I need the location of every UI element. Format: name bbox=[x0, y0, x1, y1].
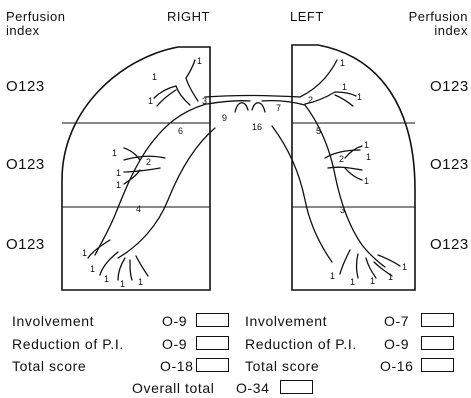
segment-number: 1 bbox=[82, 248, 87, 258]
segment-number: 3 bbox=[202, 96, 207, 106]
segment-number: 1 bbox=[364, 176, 369, 186]
segment-number: 6 bbox=[178, 126, 183, 136]
segment-number: 1 bbox=[197, 56, 202, 66]
left-reduction-label: Reduction of P.I. bbox=[245, 336, 357, 352]
segment-number: 2 bbox=[339, 154, 344, 164]
segment-number: 1 bbox=[90, 264, 95, 274]
right-involvement-range: O-9 bbox=[162, 313, 187, 329]
segment-number: 1 bbox=[330, 271, 335, 281]
segment-number: 2 bbox=[146, 157, 151, 167]
segment-number: 1 bbox=[350, 277, 355, 287]
segment-number: 1 bbox=[148, 96, 153, 106]
segment-number: 1 bbox=[120, 279, 125, 289]
segment-number: 2 bbox=[308, 95, 313, 105]
right-reduction-box[interactable] bbox=[196, 336, 229, 350]
segment-number: 1 bbox=[364, 140, 369, 150]
left-total-box[interactable] bbox=[421, 358, 454, 372]
segment-number: 9 bbox=[222, 113, 227, 123]
left-involvement-label: Involvement bbox=[245, 313, 327, 329]
segment-number: 3 bbox=[340, 205, 345, 215]
segment-number: 1 bbox=[402, 262, 407, 272]
segment-number: 1 bbox=[138, 277, 143, 287]
left-involvement-box[interactable] bbox=[421, 313, 454, 327]
left-lung-outline bbox=[292, 45, 415, 290]
lung-airway-diagram: 1 1 1 3 9 16 7 6 2 1 1 1 5 2 1 1 1 2 1 1… bbox=[0, 0, 471, 300]
segment-number: 1 bbox=[104, 274, 109, 284]
right-involvement-box[interactable] bbox=[196, 313, 229, 327]
right-total-box[interactable] bbox=[196, 358, 229, 372]
segment-number: 1 bbox=[366, 152, 371, 162]
segment-number: 1 bbox=[342, 82, 347, 92]
left-reduction-range: O-9 bbox=[384, 336, 409, 352]
left-involvement-range: O-7 bbox=[384, 313, 409, 329]
right-total-label: Total score bbox=[12, 358, 86, 374]
segment-number: 1 bbox=[152, 72, 157, 82]
right-involvement-label: Involvement bbox=[12, 313, 94, 329]
segment-number: 7 bbox=[276, 103, 281, 113]
segment-number: 16 bbox=[252, 122, 262, 132]
right-total-range: O-18 bbox=[160, 358, 194, 374]
overall-total-box[interactable] bbox=[280, 380, 313, 394]
left-total-range: O-16 bbox=[380, 358, 414, 374]
segment-number: 1 bbox=[388, 272, 393, 282]
overall-total-label: Overall total bbox=[132, 380, 215, 396]
right-reduction-range: O-9 bbox=[162, 336, 187, 352]
right-reduction-label: Reduction of P.I. bbox=[12, 336, 124, 352]
overall-total-range: O-34 bbox=[236, 380, 270, 396]
left-total-label: Total score bbox=[245, 358, 319, 374]
bronchial-tree bbox=[88, 60, 400, 280]
segment-number: 1 bbox=[112, 148, 117, 158]
segment-number: 1 bbox=[116, 180, 121, 190]
segment-number: 4 bbox=[136, 204, 141, 214]
segment-number: 1 bbox=[370, 276, 375, 286]
segment-number: 1 bbox=[357, 92, 362, 102]
left-reduction-box[interactable] bbox=[421, 336, 454, 350]
segment-number: 1 bbox=[340, 58, 345, 68]
segment-number: 5 bbox=[316, 126, 321, 136]
segment-number: 1 bbox=[116, 168, 121, 178]
